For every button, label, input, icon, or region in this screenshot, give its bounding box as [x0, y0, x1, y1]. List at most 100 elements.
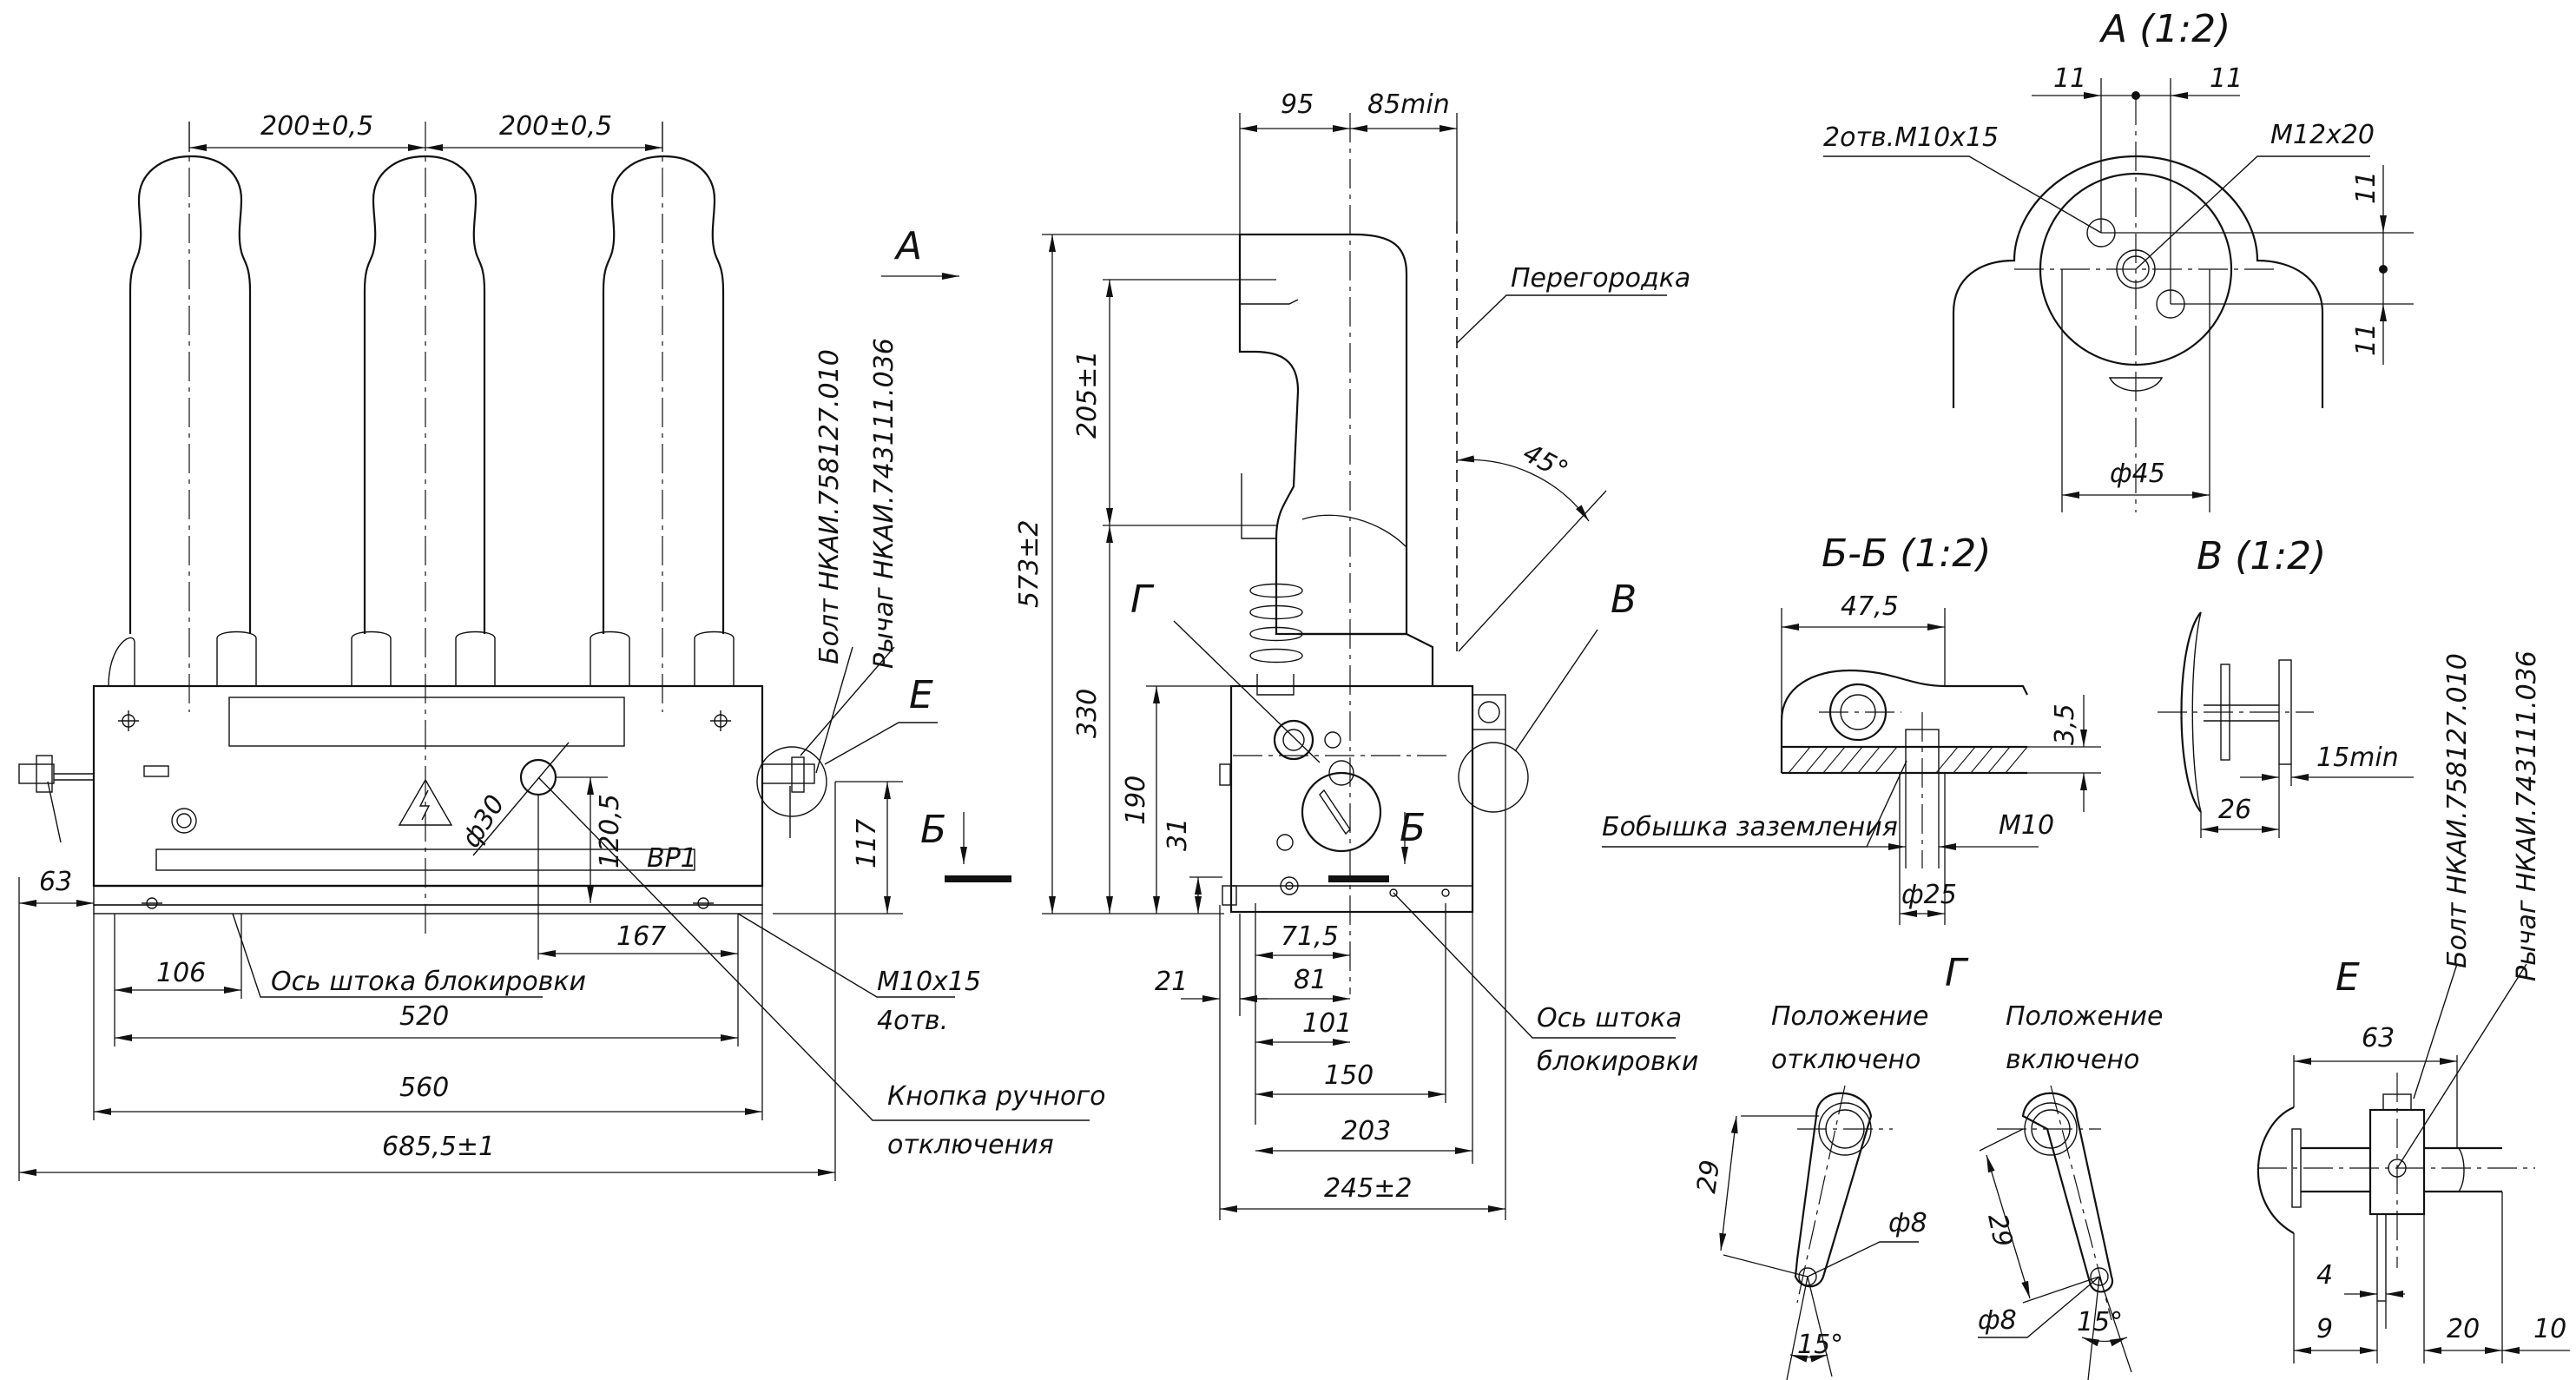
label-side-axis-1: Ось штока — [1537, 1003, 1682, 1033]
detail-a: А (1:2) 11 11 11 11 ф45 2отв.М10х15 М12х… — [1823, 7, 2414, 512]
detail-g-dim-29-right: 29 — [1981, 1211, 2018, 1250]
left-lever — [18, 755, 94, 843]
dim-573: 573±2 — [1014, 520, 1044, 608]
section-arrow-b: Б — [920, 808, 1011, 882]
nameplate-strip — [155, 848, 695, 871]
letter-a: А — [893, 224, 922, 268]
letter-b1: Б — [920, 808, 946, 852]
detail-a-label-holes: 2отв.М10х15 — [1823, 122, 1999, 153]
view-g-title: Г — [1945, 951, 1969, 995]
detail-bb-dim-35: 3,5 — [2050, 703, 2080, 745]
detail-a-dim-phi45: ф45 — [2110, 459, 2165, 489]
pole-right — [590, 155, 735, 686]
top-cover — [228, 697, 625, 747]
detail-e-label-bolt: Болт НКАИ.758127.010 — [2442, 653, 2473, 968]
detail-bb-label-boss: Бобышка заземления — [1602, 812, 1898, 842]
dim-200-left: 200±0,5 — [260, 111, 373, 142]
letter-g: Г — [1130, 578, 1155, 622]
dim-45deg: 45° — [1518, 438, 1572, 486]
lever-off — [1794, 1085, 1893, 1304]
side-pole — [1238, 233, 1408, 636]
detail-bb: Б-Б (1:2) 47,5 3,5 М10 ф25 Бобыш — [1602, 532, 2101, 925]
dim-520: 520 — [399, 1001, 449, 1032]
lever-on — [1997, 1085, 2114, 1321]
detail-e-dim-9: 9 — [2316, 1314, 2333, 1344]
detail-e-dim-20: 20 — [2447, 1314, 2480, 1344]
label-axis: Ось штока блокировки — [271, 967, 586, 997]
view-bb-title: Б-Б (1:2) — [1822, 532, 1991, 576]
view-arrow-a: А — [881, 224, 959, 280]
dim-150: 150 — [1324, 1060, 1374, 1091]
dim-63: 63 — [39, 867, 72, 897]
dim-245: 245±2 — [1324, 1173, 1412, 1204]
hv-warning-icon — [398, 778, 453, 826]
pole-middle — [351, 155, 496, 686]
dim-21: 21 — [1155, 967, 1188, 997]
detail-a-dim-11-top: 11 — [2351, 171, 2382, 204]
letter-e: Е — [909, 673, 933, 717]
dim-95: 95 — [1281, 89, 1314, 120]
detail-a-dim-11-left: 11 — [2053, 63, 2086, 94]
right-lever — [756, 746, 827, 838]
dim-31: 31 — [1163, 818, 1193, 851]
nameplate-label: ВР1 — [647, 843, 697, 874]
dim-560: 560 — [399, 1073, 449, 1103]
view-e-title: Е — [2336, 955, 2360, 1000]
detail-g-dim-15deg-right: 15° — [2077, 1307, 2123, 1337]
dim-200-right: 200±0,5 — [499, 111, 612, 142]
detail-v-dim-26: 26 — [2218, 795, 2251, 825]
dim-101: 101 — [1302, 1008, 1352, 1039]
dim-106: 106 — [156, 958, 206, 988]
detail-bb-hatch — [1788, 746, 2028, 774]
side-view: Б 45° Перегородка В Г 95 85min 205±1 573… — [1014, 89, 1698, 1220]
dim-phi30: ф30 — [456, 790, 511, 854]
label-partition: Перегородка — [1511, 263, 1690, 294]
detail-e-dim-63: 63 — [2362, 1023, 2395, 1053]
detail-bb-dim-phi25: ф25 — [1901, 880, 1957, 910]
dim-685: 685,5±1 — [382, 1132, 495, 1162]
side-mechanism — [1301, 771, 1382, 853]
label-button-1: Кнопка ручного — [887, 1081, 1106, 1112]
detail-e-dim-4: 4 — [2316, 1260, 2333, 1291]
letter-b2: Б — [1400, 806, 1426, 850]
side-housing — [1229, 684, 1474, 914]
front-view: ВР1 200±0,5 20 — [18, 111, 1106, 1181]
dim-203: 203 — [1341, 1116, 1391, 1146]
detail-g-dim-15deg-left: 15° — [1797, 1330, 1843, 1360]
detail-g-dim-phi8-left: ф8 — [1888, 1208, 1927, 1238]
detail-g-dim-29-left: 29 — [1691, 1158, 1726, 1195]
detail-v: В (1:2) 26 15min — [2158, 534, 2414, 838]
pole-left — [108, 155, 257, 687]
label-lever: Рычаг НКАИ.743111.036 — [869, 338, 899, 669]
dim-117: 117 — [852, 819, 882, 868]
letter-v: В — [1611, 578, 1637, 622]
detail-e: Е 63 4 9 20 10 Болт НКАИ.758127.010 — [2256, 650, 2570, 1363]
detail-a-dim-11-right: 11 — [2210, 63, 2243, 94]
detail-a-label-thread: М12х20 — [2270, 120, 2375, 150]
detail-v-dim-15min: 15min — [2316, 743, 2399, 773]
dim-167: 167 — [616, 921, 666, 952]
dim-205: 205±1 — [1072, 351, 1103, 439]
detail-a-dim-11-bottom: 11 — [2351, 323, 2382, 356]
label-m10x15: М10х15 — [877, 967, 981, 997]
detail-g-dim-phi8-right: ф8 — [1978, 1305, 2017, 1336]
detail-g-label-on-2: включено — [2006, 1045, 2139, 1075]
dim-81: 81 — [1294, 965, 1327, 995]
dim-330: 330 — [1072, 689, 1103, 738]
dim-85min: 85min — [1367, 89, 1450, 120]
detail-e-label-lever: Рычаг НКАИ.743111.036 — [2512, 650, 2542, 981]
detail-bb-label-m10: М10 — [1999, 810, 2054, 841]
label-button-2: отключения — [887, 1130, 1054, 1160]
detail-g: Г Положение отключено Положение включено… — [1691, 951, 2164, 1380]
detail-bb-dim-47: 47,5 — [1841, 591, 1899, 622]
label-4otv: 4отв. — [877, 1006, 948, 1036]
label-side-axis-2: блокировки — [1537, 1047, 1698, 1077]
view-v-title: В (1:2) — [2197, 534, 2326, 578]
view-a-title: А (1:2) — [2098, 7, 2230, 51]
detail-e-dim-10: 10 — [2533, 1314, 2566, 1344]
detail-g-label-off-1: Положение — [1771, 1001, 1929, 1032]
detail-g-label-on-1: Положение — [2006, 1001, 2164, 1032]
dim-120: 120,5 — [595, 794, 625, 868]
dim-190: 190 — [1121, 776, 1151, 825]
